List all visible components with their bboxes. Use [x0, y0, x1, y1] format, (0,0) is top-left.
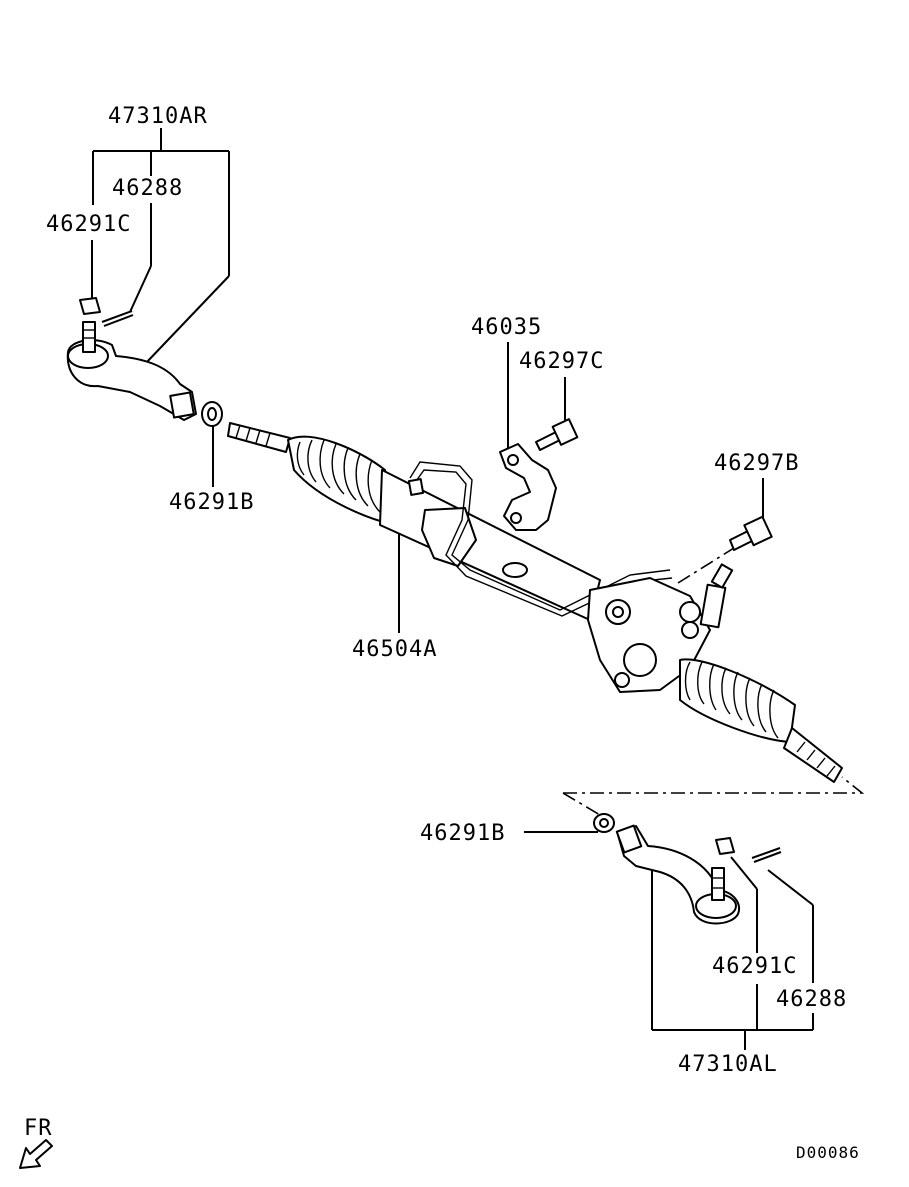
- leader-group-47310al: [651, 856, 814, 1050]
- label-47310al: 47310AL: [678, 1052, 778, 1077]
- alignment-line-lower-diag: [562, 792, 601, 816]
- label-46288-r: 46288: [112, 176, 183, 201]
- alignment-line-bolt: [677, 542, 743, 584]
- castle-nut-left: [715, 837, 735, 855]
- leader-group-47310ar: [91, 128, 230, 365]
- label-46291b-l: 46291B: [420, 821, 505, 846]
- label-46291c-r: 46291C: [46, 212, 131, 237]
- lock-nut-left: [593, 813, 615, 833]
- label-46291c-l: 46291C: [712, 954, 797, 979]
- bolt-46297b: [729, 515, 773, 551]
- tie-rod-end-left: [615, 824, 740, 925]
- label-47310ar: 47310AR: [108, 104, 208, 129]
- label-46297b: 46297B: [714, 451, 799, 476]
- label-46035: 46035: [471, 315, 542, 340]
- front-direction-arrow-icon: [19, 1139, 53, 1169]
- diagram-code: D00086: [796, 1143, 860, 1162]
- cotter-pin-left: [751, 847, 782, 863]
- label-46288-l: 46288: [776, 987, 847, 1012]
- label-46297c: 46297C: [519, 349, 604, 374]
- cotter-pin-right: [101, 310, 134, 327]
- tie-rod-end-right: [66, 321, 197, 421]
- steering-rack-assembly: [227, 422, 843, 783]
- bolt-46297c: [535, 418, 579, 451]
- label-fr: FR: [24, 1116, 53, 1141]
- mounting-bracket: [499, 443, 557, 531]
- label-46291b-r: 46291B: [169, 490, 254, 515]
- castle-nut-right: [79, 297, 101, 315]
- alignment-line-lower: [563, 776, 865, 794]
- lock-nut-right: [201, 401, 223, 427]
- label-46504a: 46504A: [352, 637, 437, 662]
